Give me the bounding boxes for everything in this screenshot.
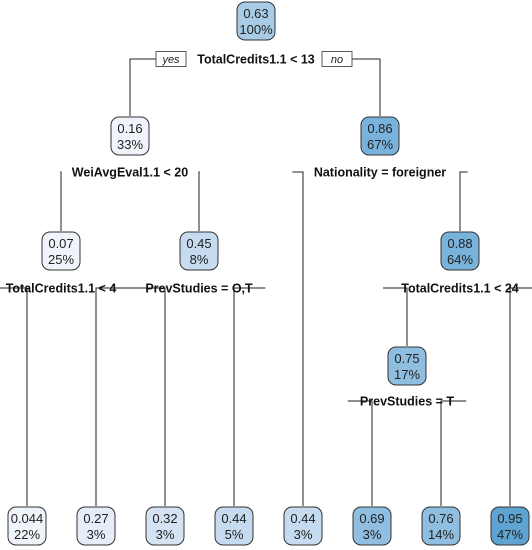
edge-left-s3: [0, 287, 28, 506]
node-percent: 14%: [428, 527, 454, 542]
node-value: 0.16: [117, 121, 142, 136]
node-box: [440, 231, 480, 271]
node-box: [76, 506, 116, 546]
node-percent: 3%: [156, 527, 175, 542]
node-value: 0.69: [359, 511, 384, 526]
branch-label-text: yes: [161, 54, 180, 66]
edge-left-s0: [129, 58, 179, 116]
node-value: 0.75: [394, 351, 419, 366]
node-box: [41, 231, 81, 271]
node-percent: 64%: [447, 252, 473, 267]
node-value: 0.86: [367, 121, 392, 136]
branch-label-box: [321, 51, 353, 67]
node-percent: 47%: [497, 527, 523, 542]
node-percent: 8%: [190, 252, 209, 267]
edge-left-s1: [60, 171, 62, 231]
node-percent: 3%: [87, 527, 106, 542]
edges: [0, 58, 532, 506]
branch-label-yes: yes: [155, 51, 187, 67]
edge-left-s2: [292, 171, 304, 506]
edge-right-s3: [95, 287, 135, 506]
node-value: 0.76: [428, 511, 453, 526]
edge-left-s4: [132, 287, 166, 506]
edge-right-s2: [459, 171, 468, 231]
edge-left-s5: [383, 287, 408, 346]
node-box: [352, 506, 392, 546]
node-percent: 5%: [225, 527, 244, 542]
split-label: TotalCredits1.1 < 24: [401, 282, 519, 296]
node-value: 0.07: [48, 236, 73, 251]
node-value: 0.95: [497, 511, 522, 526]
split-label: PrevStudies = T: [360, 395, 454, 409]
tree-node: 0.445%: [214, 506, 254, 546]
edge-right-s1: [198, 171, 200, 231]
node-value: 0.44: [290, 511, 315, 526]
node-box: [387, 346, 427, 386]
edge-right-s5: [509, 287, 532, 506]
tree-node: 0.693%: [352, 506, 392, 546]
node-percent: 17%: [394, 367, 420, 382]
node-percent: 3%: [363, 527, 382, 542]
node-value: 0.88: [447, 236, 472, 251]
node-box: [236, 1, 276, 41]
node-box: [214, 506, 254, 546]
node-box: [283, 506, 323, 546]
node-value: 0.45: [186, 236, 211, 251]
node-percent: 22%: [14, 527, 40, 542]
edge-right-s4: [233, 287, 266, 506]
node-percent: 33%: [117, 137, 143, 152]
split-label: WeiAvgEval1.1 < 20: [72, 166, 188, 180]
tree-node: 0.323%: [145, 506, 185, 546]
nodes: 0.63100%0.1633%0.8667%0.0725%0.458%0.886…: [7, 1, 530, 546]
split-label: TotalCredits1.1 < 4: [6, 282, 117, 296]
node-box: [490, 506, 530, 546]
node-percent: 3%: [294, 527, 313, 542]
branch-label-box: [155, 51, 187, 67]
tree-node: 0.273%: [76, 506, 116, 546]
split-label: PrevStudies = O,T: [145, 282, 253, 296]
node-box: [360, 116, 400, 156]
node-value: 0.27: [83, 511, 108, 526]
edge-left-s6: [347, 400, 373, 506]
edge-right-s0: [333, 58, 381, 116]
tree-node: 0.443%: [283, 506, 323, 546]
split-labels: TotalCredits1.1 < 13 WeiAvgEval1.1 < 20 Na…: [6, 51, 519, 409]
node-box: [421, 506, 461, 546]
node-box: [7, 506, 47, 546]
node-value: 0.044: [11, 511, 44, 526]
node-value: 0.63: [243, 6, 268, 21]
branch-label-no: no: [321, 51, 353, 67]
split-label: Nationality = foreigner: [314, 166, 446, 180]
node-box: [179, 231, 219, 271]
split-label: TotalCredits1.1 < 13: [197, 53, 315, 67]
branch-label-text: no: [331, 54, 343, 66]
node-box: [145, 506, 185, 546]
node-percent: 25%: [48, 252, 74, 267]
tree-node: 0.458%: [179, 231, 219, 271]
node-box: [110, 116, 150, 156]
node-value: 0.44: [221, 511, 246, 526]
edge-right-s6: [440, 400, 467, 506]
node-value: 0.32: [152, 511, 177, 526]
node-percent: 100%: [239, 22, 273, 37]
node-percent: 67%: [367, 137, 393, 152]
